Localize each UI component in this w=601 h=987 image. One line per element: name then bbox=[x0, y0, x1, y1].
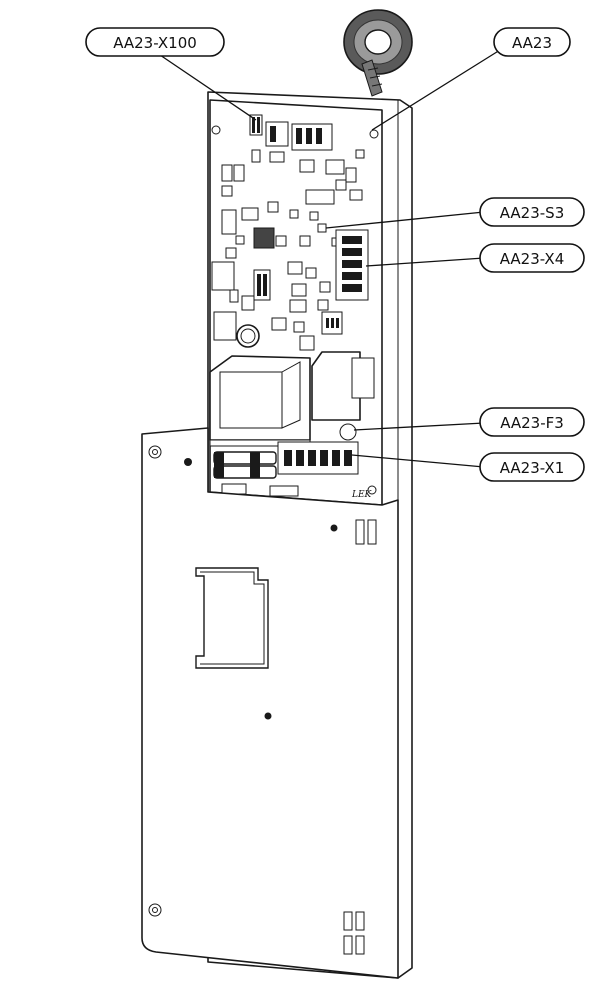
f3-fuse bbox=[339, 423, 357, 441]
lower-cover-plate bbox=[141, 427, 399, 979]
main-ic bbox=[253, 227, 275, 249]
callout-x100: AA23-X100 bbox=[85, 27, 225, 57]
main-pcb: LEK bbox=[209, 99, 383, 506]
board-marking: LEK bbox=[351, 490, 373, 500]
callout-aa23-text: AA23 bbox=[512, 34, 552, 52]
callout-s3: AA23-S3 bbox=[479, 197, 585, 227]
top-connector-block bbox=[265, 121, 333, 151]
callout-x1-text: AA23-X1 bbox=[500, 459, 565, 477]
left-connector bbox=[211, 261, 271, 341]
callout-x100-text: AA23-X100 bbox=[113, 34, 197, 52]
ferrite-ring bbox=[343, 9, 413, 97]
callout-aa23: AA23 bbox=[493, 27, 571, 57]
callout-f3-text: AA23-F3 bbox=[500, 414, 564, 432]
callout-x4-text: AA23-X4 bbox=[500, 250, 565, 268]
capacitor bbox=[236, 324, 260, 348]
transformer bbox=[209, 355, 311, 447]
callout-x4: AA23-X4 bbox=[479, 243, 585, 273]
s3-switch bbox=[317, 223, 327, 233]
three-pin-connector bbox=[321, 311, 343, 335]
x4-connector bbox=[335, 229, 369, 301]
smd-components bbox=[221, 149, 365, 351]
callout-f3: AA23-F3 bbox=[479, 407, 585, 437]
callout-x1: AA23-X1 bbox=[479, 452, 585, 482]
x1-terminal-block bbox=[277, 441, 359, 475]
leader-lines bbox=[159, 49, 501, 468]
relay bbox=[311, 351, 375, 421]
callout-s3-text: AA23-S3 bbox=[500, 204, 565, 222]
x100-connector bbox=[249, 114, 263, 136]
fuse-block bbox=[213, 451, 299, 497]
